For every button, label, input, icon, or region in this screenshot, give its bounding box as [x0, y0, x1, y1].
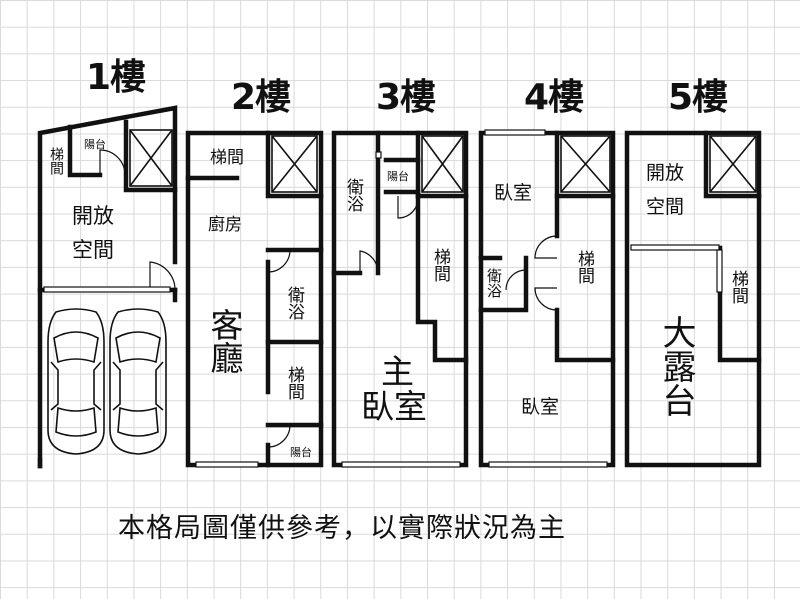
- room-label: 主: [381, 352, 414, 391]
- room-label: 梯間: [574, 250, 594, 284]
- floor-2-title: 2樓: [231, 77, 291, 118]
- room-label: 陽台: [387, 170, 409, 183]
- room-label: 梯間: [48, 147, 64, 175]
- room-label: 廚房: [208, 215, 242, 235]
- car-icon: [109, 308, 167, 455]
- room-label: 陽台: [290, 446, 312, 459]
- room-label: 空間: [646, 196, 685, 218]
- room-label: 衛浴: [485, 268, 503, 298]
- stair-void-box: [129, 129, 173, 187]
- room-label: 陽台: [84, 138, 106, 151]
- room-label: 臥室: [521, 396, 560, 418]
- floor-4-plan: [478, 129, 616, 468]
- room-label: 梯間: [210, 148, 244, 168]
- room-label: 梯間: [430, 248, 450, 282]
- floor-1-plan: [37, 105, 178, 469]
- room-label: 開放: [646, 162, 685, 184]
- floor-3-plan: [331, 130, 469, 468]
- floor-4-title: 4樓: [524, 77, 584, 118]
- room-label: 臥室: [361, 387, 427, 426]
- disclaimer-note: 本格局圖僅供參考，以實際狀況為主: [118, 513, 566, 544]
- room-label: 梯間: [284, 366, 304, 400]
- car-icon: [47, 308, 105, 455]
- floor-2-plan: [185, 130, 324, 468]
- room-label: 客廳: [205, 308, 244, 374]
- floor-5-plan: [624, 130, 762, 468]
- floor-5-title: 5樓: [668, 77, 728, 118]
- floor-3-title: 3樓: [376, 77, 436, 118]
- floor-1-title: 1樓: [86, 57, 146, 98]
- room-label: 臥室: [494, 182, 533, 204]
- room-label: 大露台: [656, 315, 696, 417]
- room-label: 空間: [72, 238, 114, 262]
- room-label: 開放: [72, 204, 114, 228]
- room-label: 梯間: [728, 270, 748, 304]
- room-label: 衛浴: [343, 178, 363, 212]
- room-label: 衛浴: [284, 286, 304, 320]
